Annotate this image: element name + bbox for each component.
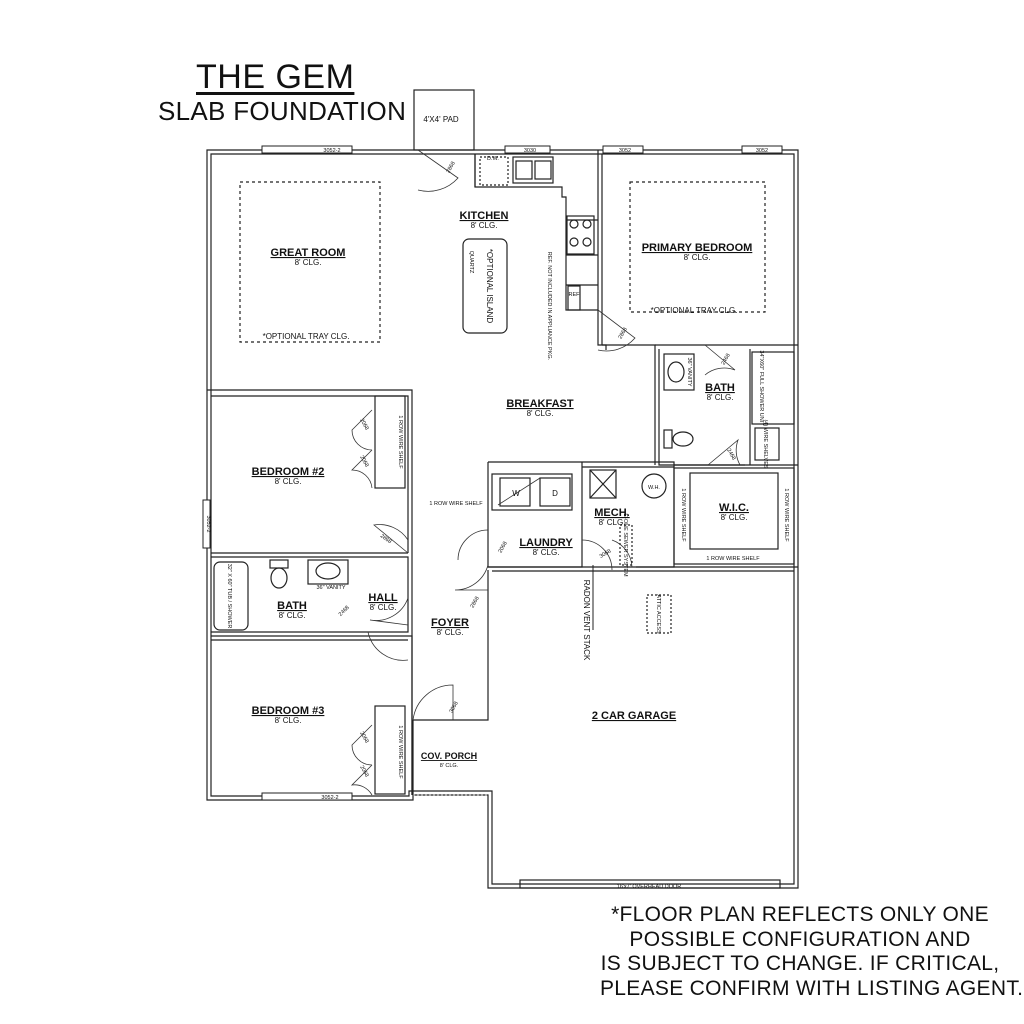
window-bedroom3: 3052-2 [321, 795, 338, 801]
kitchen-ceiling: 8' CLG. [471, 221, 498, 230]
disclaimer: *FLOOR PLAN REFLECTS ONLY ONE POSSIBLE C… [600, 903, 1024, 1001]
windows [202, 145, 783, 801]
kitchen-name: KITCHEN [460, 210, 509, 222]
great-room-name: GREAT ROOM [271, 247, 346, 259]
dw-label: D.W. [487, 156, 499, 162]
bedroom2-ceiling: 8' CLG. [275, 477, 302, 486]
foyer-name: FOYER [431, 617, 469, 629]
radon-label: RADON VENT STACK [582, 580, 591, 661]
door-bed3-closet-a: 2068 [358, 731, 369, 745]
door-primary-bath: 2468 [720, 353, 731, 367]
wic-shelf-left: 1 ROW WIRE SHELF [680, 488, 686, 542]
laundry-shelf-label: 1 ROW WIRE SHELF [429, 501, 483, 507]
window-bedroom2: 3052-2 [205, 515, 211, 532]
ref-label: REF [569, 292, 581, 298]
mech-ceiling: 8' CLG. [599, 518, 626, 527]
door-wic: 2468 [725, 448, 736, 462]
plan-subtitle: SLAB FOUNDATION [158, 96, 407, 126]
sewer-label: E-ONE SEWER SYSTEM [622, 513, 628, 577]
disclaimer-line: *FLOOR PLAN REFLECTS ONLY ONE [611, 903, 989, 926]
primary-bath-name: BATH [705, 382, 735, 394]
plan-title: THE GEM [196, 58, 355, 96]
island-label: *OPTIONAL ISLAND [485, 249, 494, 324]
window-great-room: 3052-2 [323, 148, 340, 154]
door-front: 3068 [448, 701, 459, 715]
primary-bedroom-name: PRIMARY BEDROOM [642, 242, 753, 254]
mech-name: MECH. [594, 507, 629, 519]
door-swings [350, 149, 741, 796]
breakfast-name: BREAKFAST [506, 398, 574, 410]
door-bed2-closet-a: 2068 [358, 418, 369, 432]
bedroom2-name: BEDROOM #2 [252, 466, 325, 478]
breakfast-ceiling: 8' CLG. [527, 409, 554, 418]
bedroom3-ceiling: 8' CLG. [275, 716, 302, 725]
hall-ceiling: 8' CLG. [370, 603, 397, 612]
garage-door-label: 16'x7' OVERHEAD DOOR [617, 884, 681, 890]
quartz-label: QUARTZ [468, 251, 474, 274]
attic-label: ATTIC ACCESS [655, 594, 661, 634]
tub-label: 32" X 60" TUB / SHOWER [226, 564, 232, 629]
door-bed2-closet-b: 2068 [358, 455, 369, 469]
garage-name: 2 CAR GARAGE [592, 710, 676, 722]
disclaimer-line: POSSIBLE CONFIGURATION AND [629, 927, 971, 951]
dryer-label: D [552, 489, 558, 498]
door-bath: 2468 [338, 605, 351, 618]
door-bed3-closet-b: 2068 [358, 765, 369, 779]
bedroom2-shelf: 1 ROW WIRE SHELF [397, 415, 403, 469]
window-kitchen: 3030 [524, 148, 536, 154]
wic-shelf-bottom: 1 ROW WIRE SHELF [706, 556, 760, 562]
window-primary-2: 3052 [756, 148, 768, 154]
bedroom3-shelf: 1 ROW WIRE SHELF [397, 725, 403, 779]
door-mech: 3068 [599, 548, 613, 559]
plan-walls [206, 89, 799, 889]
disclaimer-line: IS SUBJECT TO CHANGE. IF CRITICAL, [600, 952, 1000, 975]
wic-name: W.I.C. [719, 502, 749, 514]
primary-bedroom-note: *OPTIONAL TRAY CLG. [651, 306, 738, 315]
ref-note: REF. NOT INCLUDED IN APPLIANCE PKG. [546, 252, 552, 361]
porch-ceiling: 8' CLG. [440, 763, 459, 769]
shower-label: 34"X60" FULL SHOWER UNIT [758, 350, 764, 426]
wic-shelf-right: 1 ROW WIRE SHELF [783, 488, 789, 542]
window-primary-1: 3052 [619, 148, 631, 154]
door-bed2: 2868 [379, 533, 392, 545]
primary-bath-ceiling: 8' CLG. [707, 393, 734, 402]
door-primary: 2868 [617, 327, 628, 341]
washer-label: W [512, 489, 520, 498]
bath-ceiling: 8' CLG. [279, 611, 306, 620]
door-garage: 2868 [469, 596, 480, 610]
bath-name: BATH [277, 600, 307, 612]
laundry-ceiling: 8' CLG. [533, 548, 560, 557]
foyer-ceiling: 8' CLG. [437, 628, 464, 637]
pad-label: 4'X4' PAD [423, 115, 459, 124]
great-room-ceiling: 8' CLG. [295, 258, 322, 267]
pad-outline [413, 89, 475, 151]
door-laundry: 2068 [497, 541, 508, 555]
great-room-note: *OPTIONAL TRAY CLG. [263, 332, 350, 341]
wire-shelves-label: (4) WIRE SHELVES [762, 419, 768, 468]
wic-ceiling: 8' CLG. [721, 513, 748, 522]
door-entry-rear: 2868 [445, 161, 456, 175]
laundry-name: LAUNDRY [519, 537, 573, 549]
laundry-shelf-line [497, 477, 541, 506]
porch-name: COV. PORCH [421, 751, 477, 761]
disclaimer-line: PLEASE CONFIRM WITH LISTING AGENT. [600, 976, 1024, 1000]
primary-vanity-label: 36" VANITY [686, 357, 692, 386]
hall-name: HALL [368, 592, 398, 604]
water-heater-label: W.H. [648, 485, 660, 491]
bath-vanity-label: 36" VANITY [316, 585, 345, 591]
primary-bedroom-ceiling: 8' CLG. [684, 253, 711, 262]
bedroom3-name: BEDROOM #3 [252, 705, 325, 717]
